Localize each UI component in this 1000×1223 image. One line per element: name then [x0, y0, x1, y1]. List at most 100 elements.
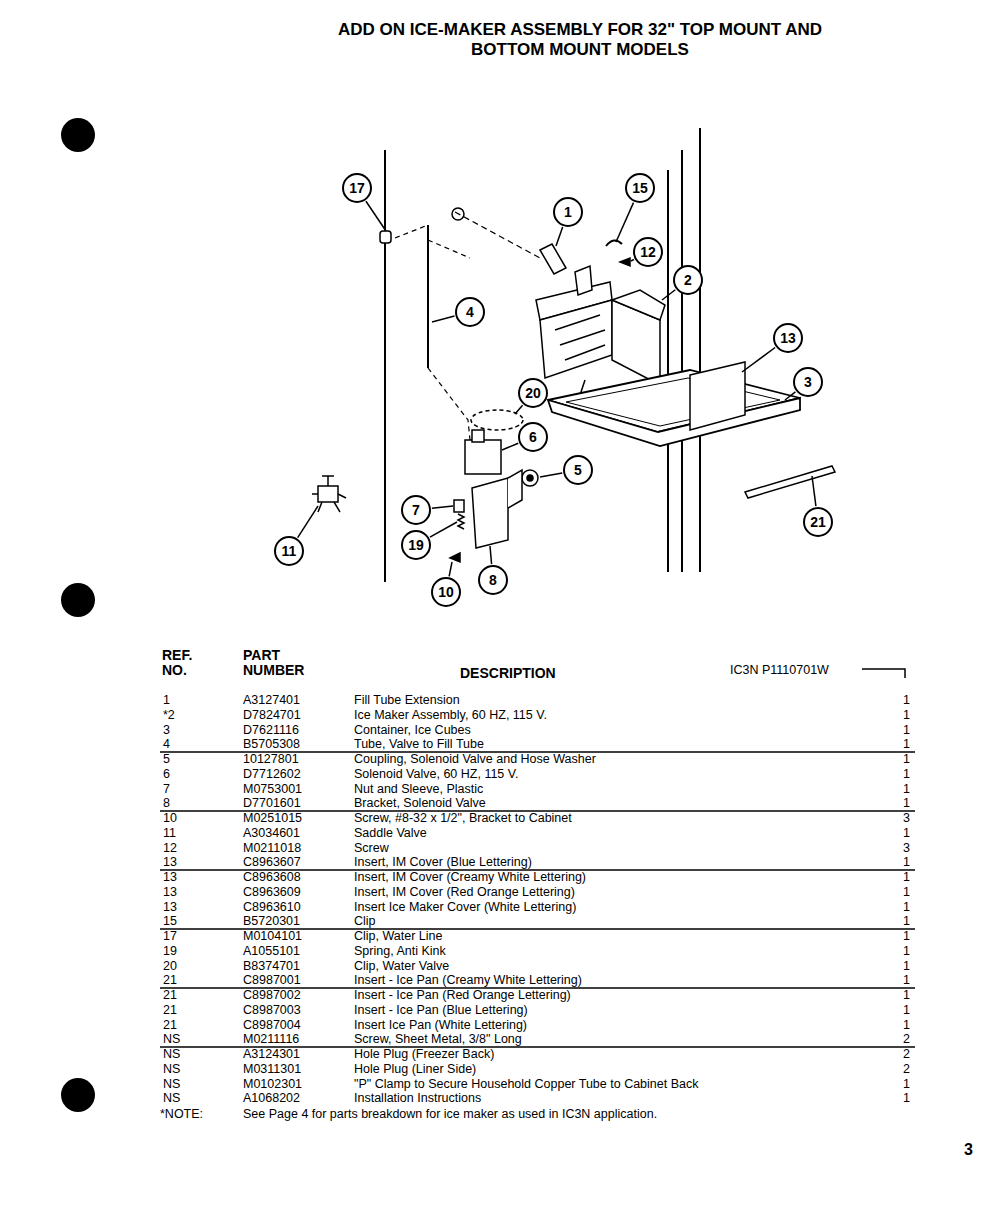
quantity: 1	[903, 782, 910, 796]
quantity: 1	[903, 1091, 910, 1105]
ref-number: 21	[163, 1003, 177, 1017]
leader-line	[430, 522, 457, 537]
model-number: IC3N P1110701W	[730, 663, 829, 677]
quantity: 1	[903, 796, 910, 810]
column-header: PART NUMBER	[243, 648, 323, 678]
part-description: Hole Plug (Liner Side)	[354, 1062, 476, 1076]
cabinet-wall	[699, 128, 701, 572]
part-number: D7824701	[243, 708, 301, 722]
valve-bracket	[508, 470, 522, 508]
clip	[606, 240, 622, 246]
nut-sleeve-spring	[454, 500, 464, 529]
nut-sleeve-spring	[458, 514, 464, 529]
ref-number: NS	[163, 1062, 180, 1076]
water-tube	[428, 368, 470, 440]
callout-text: 20	[525, 386, 541, 400]
ref-number: 20	[163, 959, 177, 973]
binder-hole	[61, 583, 95, 617]
water-tube	[428, 240, 470, 258]
ref-number: 21	[163, 1018, 177, 1032]
part-description: Clip, Water Line	[354, 929, 442, 943]
ref-number: 1	[163, 693, 170, 707]
part-description: Tube, Valve to Fill Tube	[354, 737, 484, 751]
part-number: C8987002	[243, 988, 301, 1002]
part-number: M0211116	[243, 1032, 299, 1046]
callout-number: 4	[455, 297, 485, 327]
quantity: 3	[903, 841, 910, 855]
clip-water-line	[380, 231, 391, 243]
ref-number: 13	[163, 870, 177, 884]
leader-line	[556, 227, 563, 246]
part-number: A1055101	[243, 944, 300, 958]
part-description: Screw	[354, 841, 389, 855]
part-description: Screw, Sheet Metal, 3/8" Long	[354, 1032, 522, 1046]
callout-number: 5	[563, 455, 593, 485]
callout-number: 10	[431, 577, 461, 607]
ref-number: 21	[163, 973, 177, 987]
ice-container	[548, 398, 800, 446]
leader-line	[432, 316, 455, 322]
callout-number: 20	[518, 378, 548, 408]
saddle-valve	[318, 486, 338, 502]
callout-number: 13	[773, 323, 803, 353]
leader-line	[742, 348, 775, 372]
binder-hole	[61, 1078, 95, 1112]
ref-number: 6	[163, 767, 170, 781]
ref-number: NS	[163, 1047, 180, 1061]
quantity: 1	[903, 1003, 910, 1017]
part-description: Solenoid Valve, 60 HZ, 115 V.	[354, 767, 518, 781]
part-number: D7712602	[243, 767, 301, 781]
water-tube	[427, 225, 429, 368]
callout-number: 3	[793, 367, 823, 397]
part-number: C8963608	[243, 870, 301, 884]
part-description: Insert Ice Maker Cover (White Lettering)	[354, 900, 576, 914]
part-description: Insert - Ice Pan (Red Orange Lettering)	[354, 988, 571, 1002]
callout-text: 10	[438, 585, 454, 599]
part-number: M0102301	[243, 1077, 302, 1091]
quantity: 1	[903, 693, 910, 707]
ref-number: 13	[163, 855, 177, 869]
quantity: 1	[903, 988, 910, 1002]
quantity: 1	[903, 900, 910, 914]
callout-number: 17	[342, 173, 372, 203]
leader-line	[502, 443, 518, 450]
ref-number: 8	[163, 796, 170, 810]
clip	[606, 240, 622, 246]
callout-text: 13	[780, 331, 796, 345]
column-header: DESCRIPTION	[460, 666, 556, 681]
water-tube	[455, 212, 540, 258]
callout-number: 11	[274, 536, 304, 566]
part-description: Clip	[354, 914, 376, 928]
callout-text: 8	[489, 573, 497, 587]
binder-hole	[61, 118, 95, 152]
ice-container	[548, 370, 800, 446]
quantity: 3	[903, 811, 910, 825]
callout-text: 11	[282, 544, 297, 558]
part-description: Installation Instructions	[354, 1091, 481, 1105]
leader-line	[812, 476, 816, 506]
cabinet-wall	[681, 150, 683, 572]
leader-line	[662, 290, 675, 300]
callout-text: 21	[810, 515, 826, 529]
table-rule	[862, 669, 905, 678]
ref-number: 5	[163, 752, 170, 766]
leader-line	[432, 506, 453, 508]
fill-tube-extension	[452, 208, 464, 220]
quantity: 1	[903, 914, 910, 928]
ref-number: *2	[163, 708, 175, 722]
part-description: Coupling, Solenoid Valve and Hose Washer	[354, 752, 596, 766]
fill-tube-extension	[540, 244, 566, 274]
part-number: B5705308	[243, 737, 300, 751]
ice-maker	[612, 290, 665, 320]
quantity: 1	[903, 855, 910, 869]
leader-line	[616, 203, 634, 242]
solenoid-valve	[472, 430, 484, 442]
part-number: C8963610	[243, 900, 301, 914]
cabinet-wall	[384, 150, 386, 582]
part-number: C8987004	[243, 1018, 301, 1032]
quantity: 1	[903, 959, 910, 973]
leader-line	[490, 546, 492, 564]
quantity: 1	[903, 870, 910, 884]
part-description: Container, Ice Cubes	[354, 723, 471, 737]
quantity: 2	[903, 1032, 910, 1046]
